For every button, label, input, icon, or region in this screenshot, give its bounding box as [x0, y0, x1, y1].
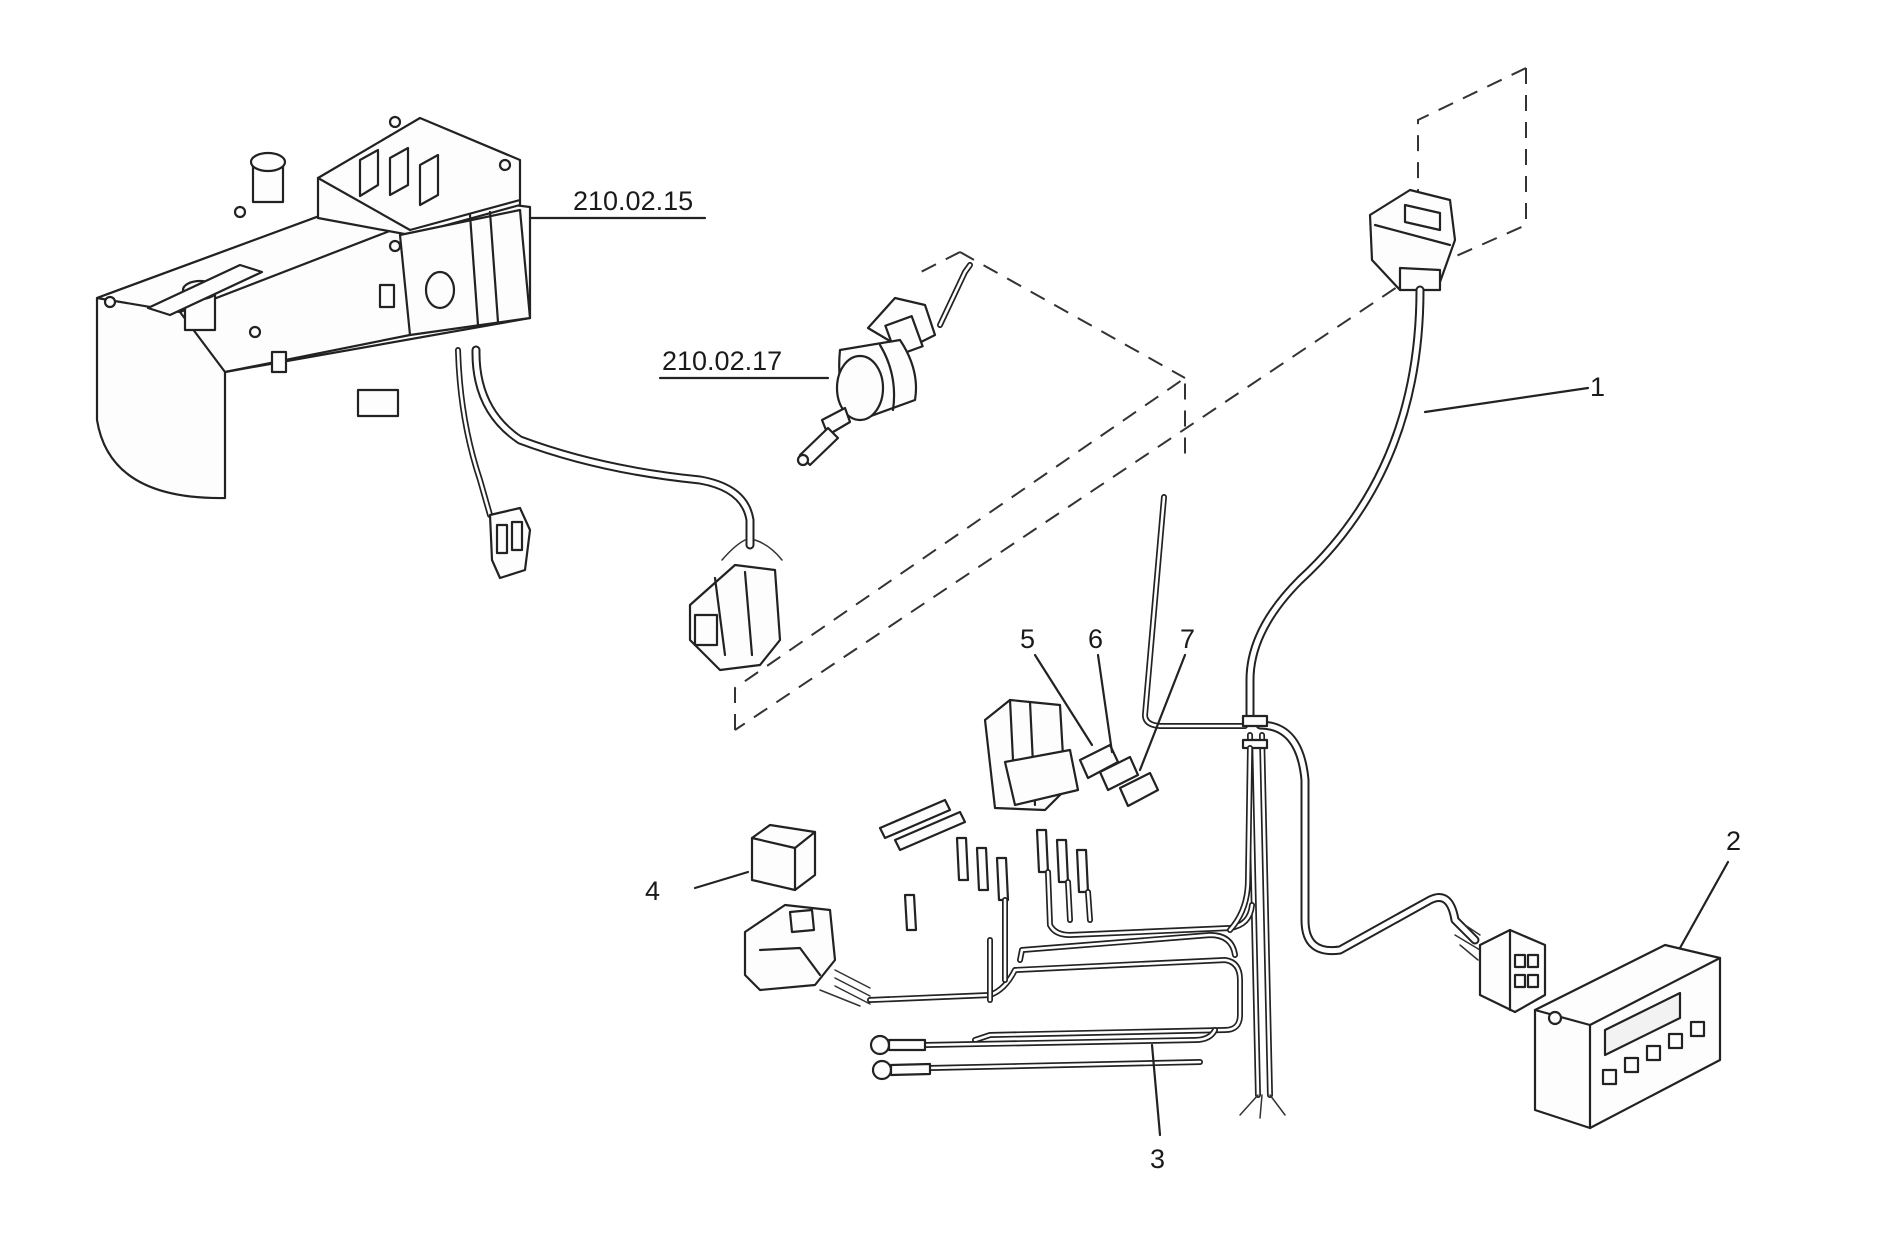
main-harness — [1142, 188, 1480, 1119]
heater-wiring — [455, 345, 783, 672]
callout-pump: 210.02.17 — [662, 346, 782, 376]
callout-7: 7 — [1180, 624, 1195, 654]
callout-6: 6 — [1088, 624, 1103, 654]
terminals-wiring — [867, 745, 1255, 1081]
leader-6 — [1096, 653, 1114, 754]
fuse-holder — [878, 698, 1160, 852]
control-panel — [1454, 924, 1722, 1130]
callout-4: 4 — [645, 876, 660, 906]
callout-heater: 210.02.15 — [573, 186, 693, 216]
callout-1: 1 — [1590, 372, 1605, 402]
callout-5: 5 — [1020, 624, 1035, 654]
leader-4 — [693, 870, 750, 890]
leader-5 — [1033, 653, 1094, 747]
leader-2 — [1678, 860, 1730, 950]
leader-3 — [1150, 1043, 1162, 1137]
relay — [743, 823, 871, 1007]
leader-1 — [1423, 386, 1590, 414]
leader-lines — [528, 216, 1730, 1137]
callout-2: 2 — [1726, 826, 1741, 856]
fuel-pump — [796, 262, 973, 467]
callout-3: 3 — [1150, 1144, 1165, 1174]
leader-7 — [1138, 653, 1187, 772]
heater-unit — [95, 115, 532, 500]
